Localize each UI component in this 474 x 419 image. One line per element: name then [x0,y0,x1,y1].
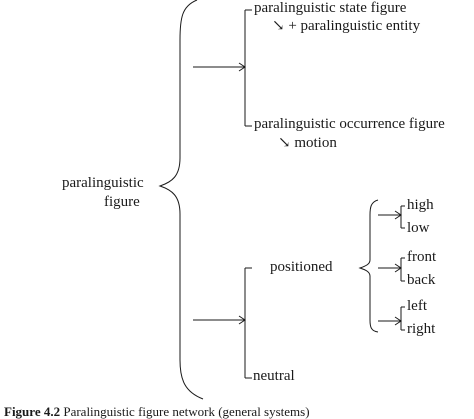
positioned-label: positioned [270,259,333,275]
root-label-line2: figure [104,194,140,210]
occurrence-figure-label: paralinguistic occurrence figure [254,116,445,132]
state-figure-realization: ↘ + paralinguistic entity [272,18,421,34]
side-system-connector [378,306,405,331]
root-label-line1: paralinguistic [62,175,144,191]
state-figure-label: paralinguistic state figure [254,0,407,16]
back-label: back [407,272,436,288]
positioned-brace [358,199,379,333]
left-label: left [407,298,427,314]
main-brace [158,0,204,400]
high-label: high [407,197,434,213]
height-system-connector [378,205,405,229]
front-label: front [407,249,437,265]
depth-system-connector [378,257,405,282]
figure-caption: Figure 4.2 Paralinguistic figure network… [4,404,310,419]
right-label: right [407,321,436,337]
upper-system-connector [193,9,252,127]
low-label: low [407,220,430,236]
occurrence-figure-realization: ↘ motion [278,135,337,151]
lower-system-connector [193,267,252,379]
figure-title: Paralinguistic figure network (general s… [63,404,310,419]
neutral-label: neutral [253,368,295,384]
figure-number: Figure 4.2 [4,404,61,419]
